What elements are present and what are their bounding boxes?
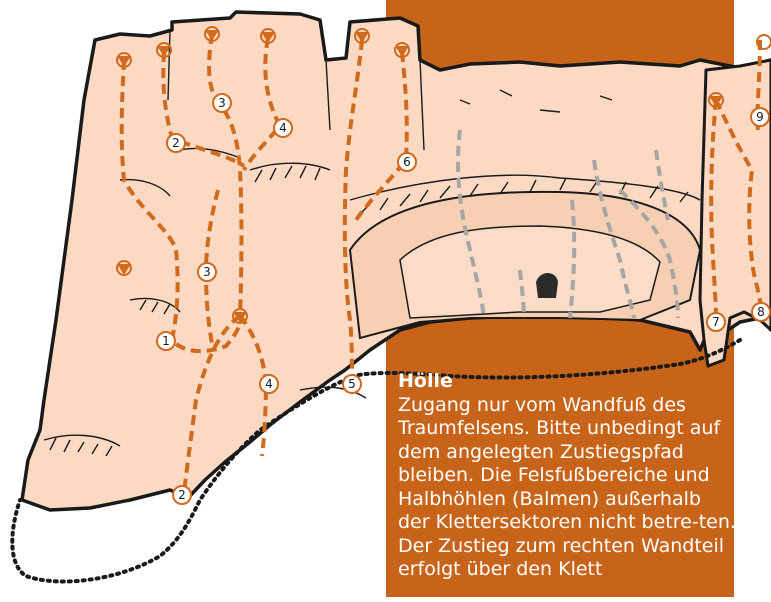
route-label-7: 7: [712, 315, 720, 329]
route-label-1: 1: [162, 334, 170, 348]
route-label-8: 8: [757, 305, 765, 319]
route-label-9: 9: [756, 110, 764, 124]
cave-pocket: [536, 273, 558, 298]
route-label-4: 4: [279, 121, 287, 135]
route-label-2: 2: [178, 488, 186, 502]
route-label-3: 3: [218, 96, 226, 110]
route-label-2: 2: [172, 136, 180, 150]
route-label-6: 6: [403, 155, 411, 169]
route-label-4: 4: [265, 377, 273, 391]
route-label-5: 5: [348, 377, 356, 391]
route-label-3: 3: [203, 265, 211, 279]
